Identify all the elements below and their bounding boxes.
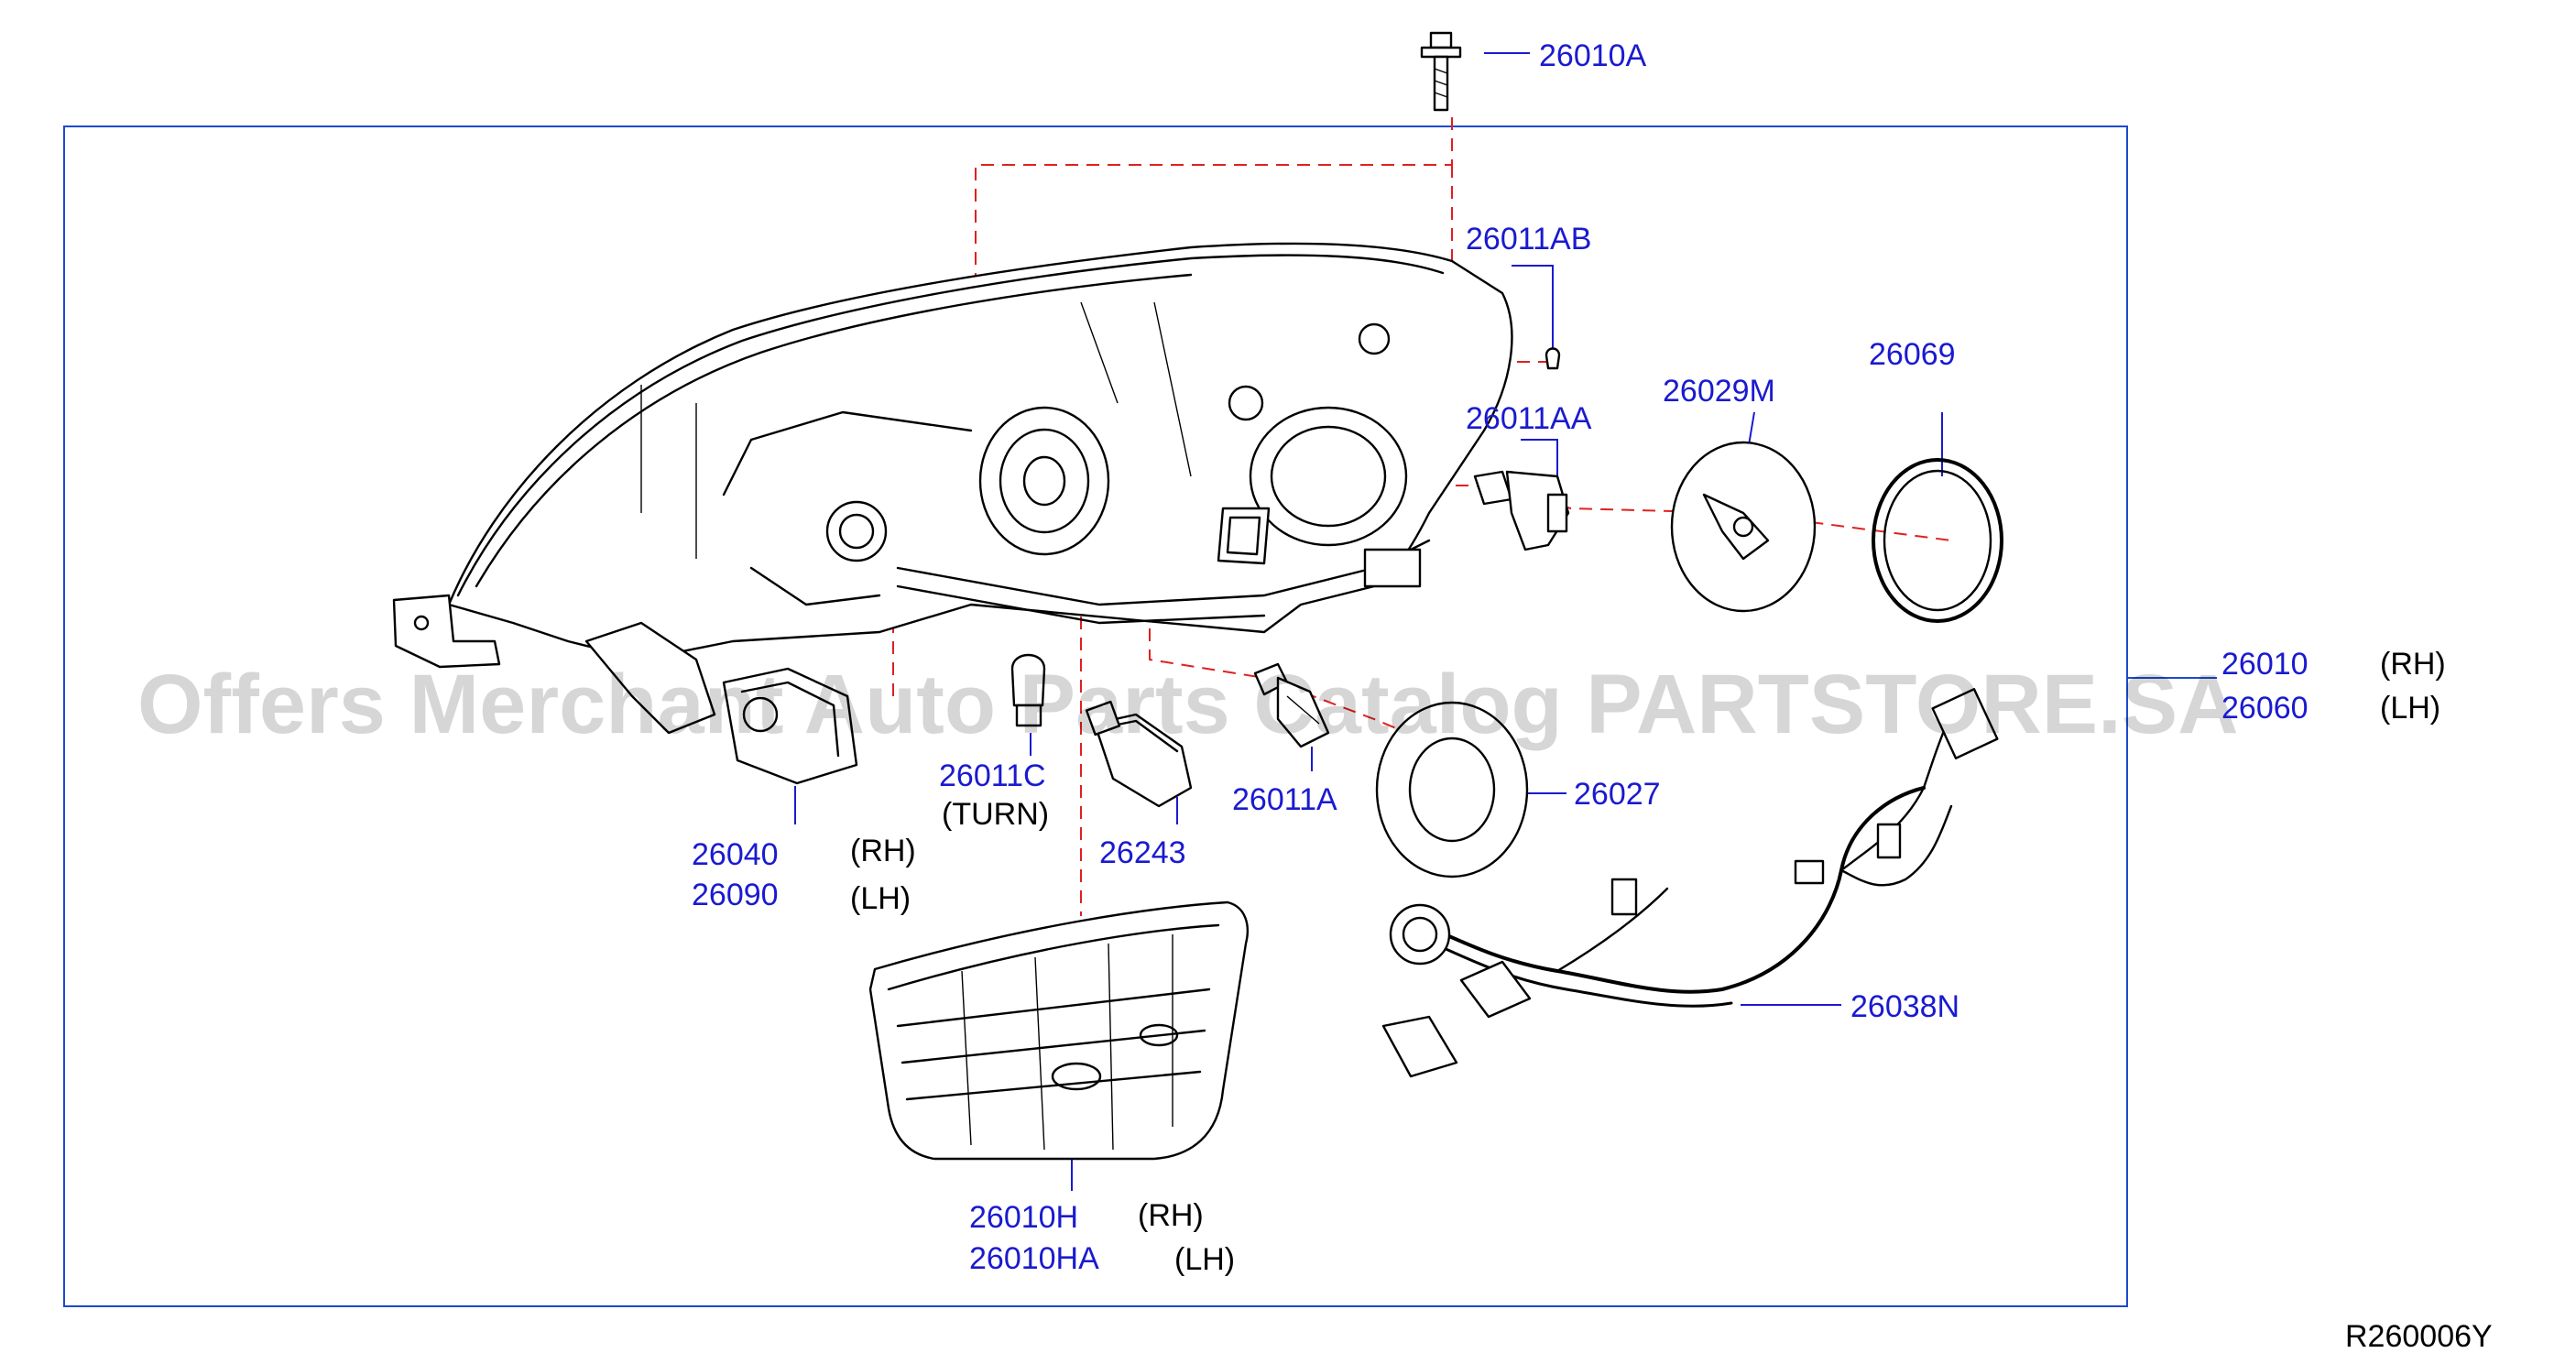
label-26010-side: (RH)	[2380, 647, 2446, 682]
label-26010h[interactable]: 26010H	[969, 1200, 1078, 1235]
label-26090-side: (LH)	[850, 881, 911, 916]
label-26090[interactable]: 26090	[692, 878, 779, 912]
bulb-26011aa-part	[1473, 470, 1570, 551]
diagram-code: R260006Y	[2345, 1319, 2493, 1354]
harness-26038n-part	[1381, 688, 1999, 1078]
label-26011c[interactable]: 26011C	[939, 758, 1046, 793]
label-26060[interactable]: 26060	[2221, 691, 2309, 726]
bolt-part	[1420, 31, 1462, 112]
headlamp-housing	[392, 242, 1513, 735]
label-26011aa[interactable]: 26011AA	[1466, 401, 1592, 436]
ring-26069-part	[1872, 458, 2003, 623]
label-26010ha-side: (LH)	[1174, 1242, 1235, 1277]
assembly-frame	[63, 125, 2128, 1307]
label-26011a[interactable]: 26011A	[1232, 782, 1337, 817]
bulb-26011ab-part	[1545, 347, 1561, 370]
watermark-text: Offers Merchant Auto Parts Catalog PARTS…	[137, 658, 2239, 751]
bulb-26011a-part	[1253, 662, 1330, 748]
label-26010a[interactable]: 26010A	[1539, 38, 1647, 73]
leader-lines	[794, 52, 1943, 1191]
socket-26040-part	[722, 667, 858, 785]
label-26029m[interactable]: 26029M	[1663, 374, 1775, 409]
label-26038n[interactable]: 26038N	[1850, 989, 1959, 1024]
label-26011c-note: (TURN)	[942, 797, 1049, 832]
label-26040-side: (RH)	[850, 834, 916, 868]
label-26069[interactable]: 26069	[1869, 337, 1956, 372]
turn-bulb-part	[1010, 653, 1046, 727]
cover-26010h-part	[868, 900, 1249, 1161]
label-26010ha[interactable]: 26010HA	[969, 1241, 1099, 1276]
seal-26027-part	[1375, 701, 1529, 878]
label-26027[interactable]: 26027	[1574, 777, 1661, 812]
label-26243[interactable]: 26243	[1099, 835, 1186, 870]
label-26010h-side: (RH)	[1138, 1198, 1204, 1233]
cap-26029m-part	[1670, 441, 1817, 613]
socket-26243-part	[1085, 700, 1193, 808]
label-26011ab[interactable]: 26011AB	[1466, 222, 1591, 256]
label-26040[interactable]: 26040	[692, 837, 779, 872]
label-26060-side: (LH)	[2380, 691, 2440, 726]
label-26010[interactable]: 26010	[2221, 647, 2309, 682]
